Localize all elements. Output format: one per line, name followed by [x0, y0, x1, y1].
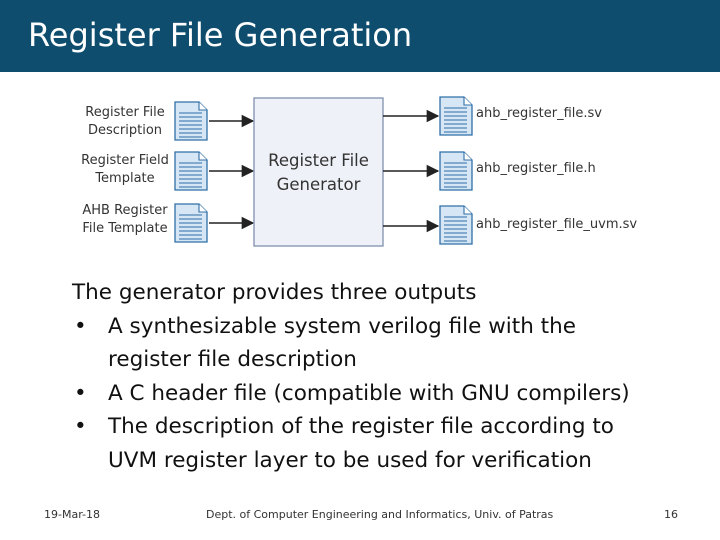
document-icon	[439, 96, 473, 136]
bullet-line: A synthesizable system verilog file with…	[108, 313, 576, 339]
input-label: Description	[88, 123, 162, 138]
document-icon	[174, 203, 208, 243]
input-label: AHB Register	[82, 203, 168, 218]
slide-title: Register File Generation	[28, 16, 413, 54]
input-label: File Template	[82, 221, 167, 236]
output-label: ahb_register_file.h	[476, 161, 596, 176]
bullet-symbol: •	[74, 380, 87, 406]
output-label: ahb_register_file.sv	[476, 106, 602, 121]
document-icon	[174, 101, 208, 141]
input-label: Register File	[85, 105, 164, 120]
document-icon	[439, 151, 473, 191]
bullet-item: • The description of the register file a…	[72, 410, 702, 477]
body-text: The generator provides three outputs • A…	[72, 276, 702, 477]
bullet-line: A C header file (compatible with GNU com…	[108, 380, 630, 406]
footer-department: Dept. of Computer Engineering and Inform…	[206, 508, 554, 521]
bullet-line: UVM register layer to be used for verifi…	[108, 447, 592, 473]
generator-label: Generator	[277, 175, 361, 194]
document-icon	[439, 205, 473, 245]
lead-sentence: The generator provides three outputs	[72, 280, 477, 305]
bullet-line: register file description	[108, 347, 357, 372]
register-file-diagram: Register File Description Register Field…	[81, 96, 637, 247]
bullet-item: • A synthesizable system verilog file wi…	[72, 310, 702, 377]
document-icon	[174, 151, 208, 191]
generator-label: Register File	[268, 151, 369, 170]
footer-page-number: 16	[664, 508, 678, 521]
bullet-symbol: •	[74, 313, 87, 339]
output-label: ahb_register_file_uvm.sv	[476, 217, 637, 232]
title-bar: Register File Generation	[0, 0, 720, 72]
input-label: Template	[94, 171, 154, 186]
input-label: Register Field	[81, 153, 169, 168]
generator-box	[253, 97, 384, 247]
bullet-item: • A C header file (compatible with GNU c…	[72, 377, 702, 411]
bullet-line: The description of the register file acc…	[108, 414, 614, 439]
footer-date: 19-Mar-18	[44, 508, 100, 521]
bullet-symbol: •	[74, 414, 87, 439]
output-bullets: • A synthesizable system verilog file wi…	[72, 310, 702, 478]
